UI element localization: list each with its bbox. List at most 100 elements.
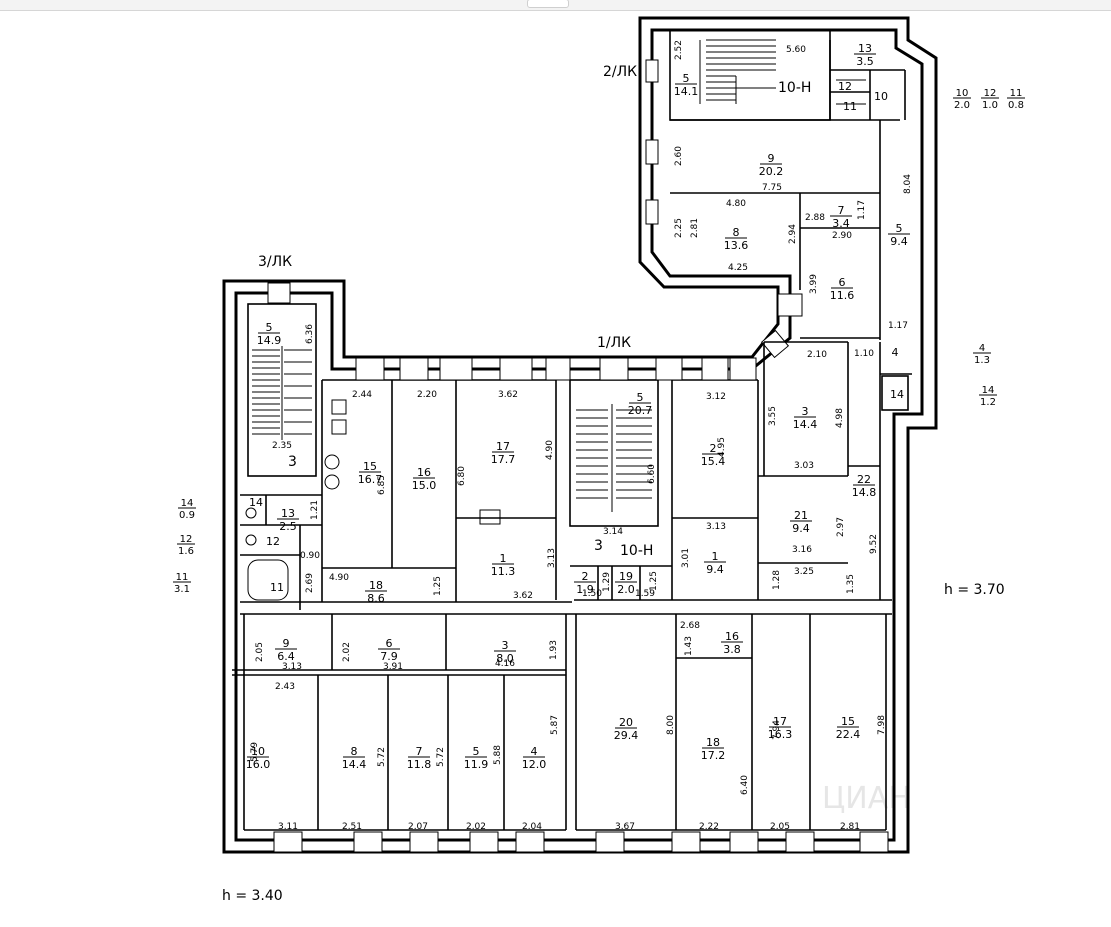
legend-area: 1.3 <box>974 355 990 366</box>
room-area: 12.0 <box>522 758 547 771</box>
legend-right-item: 41.3 <box>973 343 991 366</box>
room-label: 711.8 <box>407 745 432 771</box>
room-area: 6.4 <box>277 650 295 663</box>
room-label: 814.4 <box>342 745 367 771</box>
dimension-label: 1.50 <box>582 589 602 599</box>
room-label: 14 <box>890 388 904 401</box>
dimension-label: 2.69 <box>305 573 315 593</box>
room-area: 8.0 <box>496 652 514 665</box>
dimension-label: 0.90 <box>300 551 320 561</box>
room-number: 4 <box>892 346 899 359</box>
main-body <box>232 282 892 853</box>
dimension-label: 3.25 <box>794 567 814 577</box>
legend-area: 1.0 <box>982 100 998 111</box>
room-number: 20 <box>619 716 633 729</box>
room-number: 19 <box>619 570 633 583</box>
room-number: 1 <box>712 550 719 563</box>
dimension-label: 6.40 <box>740 775 750 795</box>
stair-label-2lk: 2/ЛК <box>603 64 637 80</box>
dimension-label: 3.67 <box>615 822 635 832</box>
room-number: 7 <box>416 745 423 758</box>
legend-right-item: 121.0 <box>981 88 999 111</box>
room-number: 11 <box>843 100 857 113</box>
room-area: 17.7 <box>491 453 516 466</box>
room-number: 10 <box>251 745 265 758</box>
dimension-label: 2.43 <box>275 682 295 692</box>
room-number: 8 <box>733 226 740 239</box>
room-number: 5 <box>683 72 690 85</box>
room-number: 12 <box>266 535 280 548</box>
dimension-label: 8.00 <box>666 715 676 735</box>
room-label: 12 <box>838 80 852 93</box>
room-area: 13.6 <box>724 239 749 252</box>
viewer-handle[interactable] <box>527 0 569 8</box>
room-area: 3.4 <box>832 217 850 230</box>
legend-area: 1.2 <box>980 397 996 408</box>
room-number: 22 <box>857 473 871 486</box>
upper-wing <box>645 29 912 411</box>
watermark: ЦИАН <box>822 781 911 816</box>
dimension-label: 2.20 <box>417 390 437 400</box>
room-number: 3 <box>802 405 809 418</box>
dimension-label: 5.60 <box>786 45 806 55</box>
legend-area: 0.8 <box>1008 100 1024 111</box>
legend-number: 10 <box>956 88 969 99</box>
room-number: 8 <box>351 745 358 758</box>
room-area: 2.5 <box>279 520 297 533</box>
room-area: 11.8 <box>407 758 432 771</box>
room-label: 511.9 <box>464 745 489 771</box>
room-label: 813.6 <box>724 226 749 252</box>
room-area: 11.9 <box>464 758 489 771</box>
dimension-label: 6.85 <box>377 475 387 495</box>
outer-walls <box>222 16 938 854</box>
room-label: 514.9 <box>257 321 282 347</box>
dimension-label: 5.87 <box>550 715 560 735</box>
room-label: 4 <box>892 346 899 359</box>
dimension-label: 2.07 <box>408 822 428 832</box>
dimension-label: 3.13 <box>547 548 557 568</box>
room-label: 412.0 <box>522 745 547 771</box>
dimension-label: 2.04 <box>522 822 542 832</box>
dimension-label: 2.02 <box>342 642 352 662</box>
dimension-label: 2.81 <box>690 218 700 238</box>
dimension-label: 3.14 <box>603 527 623 537</box>
room-area: 3.5 <box>856 55 874 68</box>
dimension-label: 1.43 <box>684 636 694 656</box>
room-area: 14.4 <box>342 758 367 771</box>
room-area: 14.9 <box>257 334 282 347</box>
legend-area: 2.0 <box>954 100 970 111</box>
room-label: 111.3 <box>491 552 516 578</box>
room-area: 11.3 <box>491 565 516 578</box>
room-number: 16 <box>417 466 431 479</box>
room-area: 17.2 <box>701 749 726 762</box>
dimension-label: 1.93 <box>549 640 559 660</box>
dimension-label: 1.25 <box>649 571 659 591</box>
dimension-label: 1.29 <box>602 572 612 592</box>
room-area: 15.4 <box>701 455 726 468</box>
room-area: 14.8 <box>852 486 877 499</box>
room-number: 4 <box>531 745 538 758</box>
dimension-label: 1.35 <box>846 574 856 594</box>
room-number: 5 <box>266 321 273 334</box>
dimension-label: 3.03 <box>794 461 814 471</box>
dimension-label: 4.90 <box>545 440 555 460</box>
room-label: 96.4 <box>275 637 297 663</box>
legend-right-item: 141.2 <box>979 385 997 408</box>
dimension-label: 2.22 <box>699 822 719 832</box>
dimension-label: 3.12 <box>706 392 726 402</box>
dimension-label: 3.16 <box>792 545 812 555</box>
room-label: 11 <box>270 581 284 594</box>
room-label: 10 <box>874 90 888 103</box>
dimension-label: 3.62 <box>498 390 518 400</box>
room-number: 7 <box>838 204 845 217</box>
room-number: 5 <box>637 391 644 404</box>
dimension-label: 5.72 <box>377 747 387 767</box>
dimension-label: 3.55 <box>768 406 778 426</box>
dimension-label: 2.60 <box>674 146 684 166</box>
room-area: 20.2 <box>759 165 784 178</box>
dimension-label: 2.81 <box>840 822 860 832</box>
dimension-label: 7.94 <box>772 720 782 740</box>
room-label: 920.2 <box>759 152 784 178</box>
